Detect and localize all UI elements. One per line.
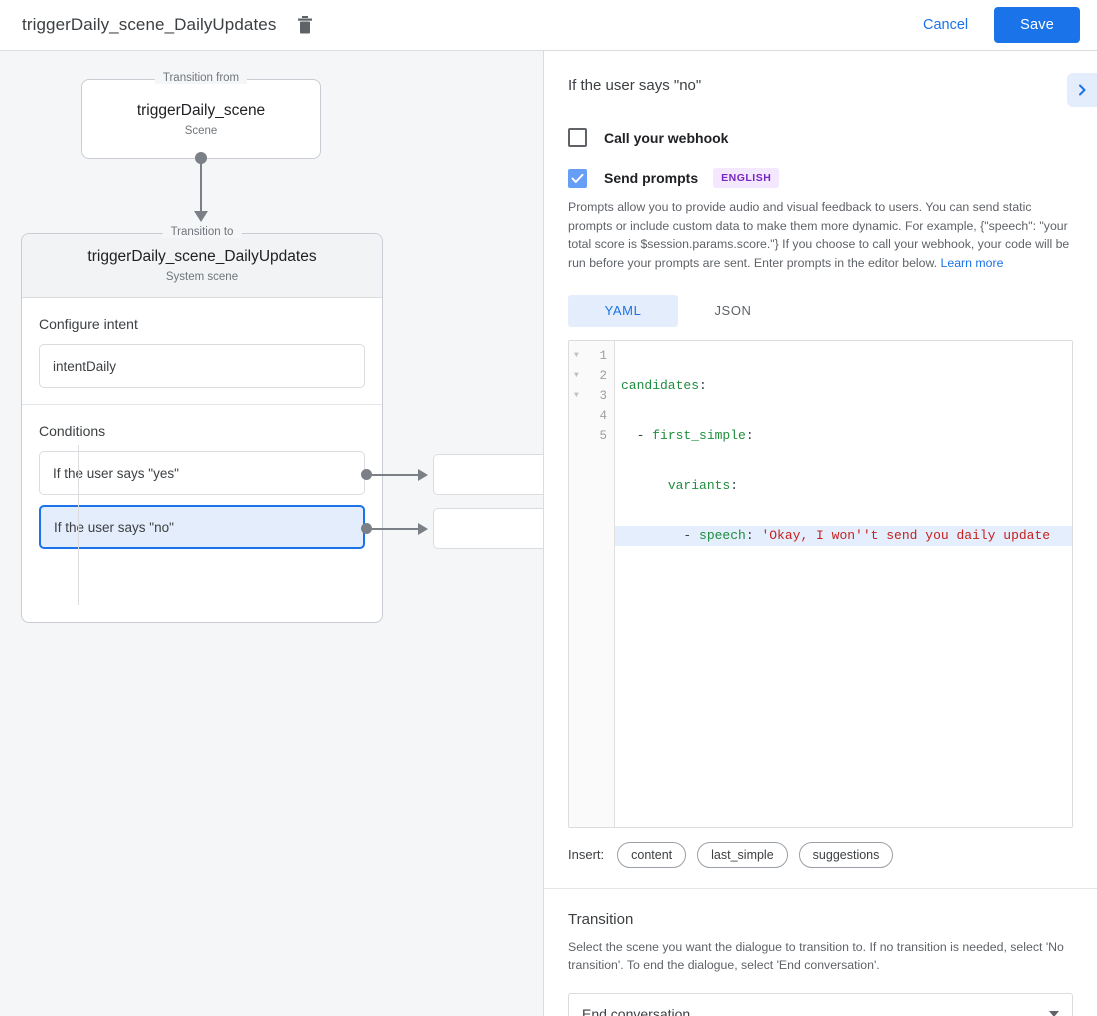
top-bar: triggerDaily_scene_DailyUpdates Cancel S… (0, 0, 1097, 51)
details-panel: If the user says "no" Call your webhook … (543, 51, 1097, 1016)
code-punct: : (699, 377, 707, 393)
condition-yes-arrow-icon (418, 469, 428, 481)
transition-title: Transition (568, 910, 634, 928)
code-key: candidates (621, 377, 700, 393)
line-number: 5 (599, 428, 607, 443)
line-number: 1 (599, 348, 607, 363)
transition-select[interactable]: End conversation (568, 993, 1073, 1016)
webhook-checkbox[interactable] (568, 128, 587, 147)
condition-yes-line (371, 474, 421, 476)
transition-to-type: System scene (165, 271, 239, 283)
transition-to-header: triggerDaily_scene_DailyUpdates System s… (22, 234, 382, 298)
webhook-row[interactable]: Call your webhook (568, 128, 1073, 147)
gutter-line[interactable]: ▼1 (569, 346, 614, 366)
code-key: first_simple (652, 427, 746, 443)
fold-triangle-icon[interactable]: ▼ (574, 391, 579, 401)
webhook-label: Call your webhook (604, 129, 729, 146)
insert-chip-content[interactable]: content (617, 841, 687, 868)
panel-title: If the user says "no" (568, 77, 702, 94)
line-number: 2 (599, 368, 607, 383)
top-bar-actions: Cancel Save (911, 7, 1097, 43)
prompts-description-text: Prompts allow you to provide audio and v… (568, 200, 1070, 271)
delete-button[interactable] (292, 12, 318, 38)
tab-json[interactable]: JSON (714, 303, 752, 319)
editor-content[interactable]: candidates: - first_simple: variants: - … (615, 341, 1072, 827)
line-number: 4 (599, 408, 607, 423)
code-punct: : (745, 427, 754, 443)
language-badge: ENGLISH (713, 168, 780, 188)
panel-header: If the user says "no" (568, 73, 1097, 107)
conditions-label: Conditions (39, 423, 106, 439)
transition-select-value: End conversation (582, 1006, 691, 1016)
code-line[interactable] (615, 576, 1072, 596)
transition-from-name: triggerDaily_scene (136, 101, 266, 119)
gutter-line[interactable]: ▼3 (569, 386, 614, 406)
connector-arrow-icon (194, 211, 208, 222)
gutter-line[interactable]: ▼2 (569, 366, 614, 386)
learn-more-link[interactable]: Learn more (940, 256, 1004, 271)
condition-no-dot (361, 523, 372, 534)
configure-intent-section: Configure intent intentDaily (22, 298, 382, 404)
code-indent: - (621, 427, 653, 443)
tab-yaml[interactable]: YAML (568, 294, 678, 327)
prompts-description: Prompts allow you to provide audio and v… (568, 198, 1073, 273)
editor-gutter: ▼1 ▼2 ▼3 4 5 (569, 340, 615, 827)
fold-triangle-icon[interactable]: ▼ (574, 371, 579, 381)
condition-no-line (371, 528, 421, 530)
send-prompts-row[interactable]: Send prompts ENGLISH (568, 168, 1073, 188)
configure-intent-label: Configure intent (39, 316, 138, 332)
graph-canvas[interactable]: Transition from triggerDaily_scene Scene… (0, 51, 543, 1016)
condition-yes-dot (361, 469, 372, 480)
insert-chip-suggestions[interactable]: suggestions (798, 841, 894, 868)
target-node-yes[interactable] (433, 454, 543, 495)
canvas-column-divider (78, 445, 79, 605)
condition-no-arrow-icon (418, 523, 428, 535)
code-string-value: 'Okay, I won''t send you daily update (761, 527, 1051, 543)
code-line-highlighted[interactable]: - speech: 'Okay, I won''t send you daily… (615, 525, 1072, 546)
send-prompts-label: Send prompts (604, 170, 699, 186)
code-line[interactable]: candidates: (615, 376, 1072, 396)
transition-from-type: Scene (184, 124, 218, 137)
chevron-down-icon (1049, 1011, 1059, 1016)
code-indent: - (621, 527, 700, 543)
insert-label: Insert: (568, 847, 605, 863)
transition-from-node[interactable]: Transition from triggerDaily_scene Scene (81, 72, 321, 159)
format-tabs: YAML JSON (568, 294, 1073, 327)
code-line[interactable]: - first_simple: (615, 426, 1072, 446)
condition-item-no[interactable]: If the user says "no" (39, 505, 365, 549)
condition-item-yes[interactable]: If the user says "yes" (39, 451, 365, 495)
send-prompts-checkbox[interactable] (568, 168, 587, 188)
transition-to-legend: Transition to (162, 226, 242, 238)
page-title: triggerDaily_scene_DailyUpdates (22, 15, 277, 34)
gutter-line[interactable]: 4 (569, 406, 614, 426)
code-key: speech (699, 527, 746, 543)
cancel-button[interactable]: Cancel (911, 9, 980, 41)
prompts-block: If the user says "no" Call your webhook … (544, 51, 1097, 888)
trash-icon (298, 16, 313, 34)
transition-description: Select the scene you want the dialogue t… (568, 939, 1064, 973)
save-button[interactable]: Save (994, 7, 1080, 43)
line-number: 3 (599, 388, 607, 403)
code-editor[interactable]: ▼1 ▼2 ▼3 4 5 candidates: - first_simple:… (568, 339, 1073, 828)
transition-from-legend: Transition from (154, 72, 248, 84)
target-node-no[interactable] (433, 508, 543, 549)
transition-to-name: triggerDaily_scene_DailyUpdates (87, 248, 317, 265)
code-punct: : (745, 527, 762, 543)
conditions-section: Conditions If the user says "yes" If the… (22, 404, 382, 575)
insert-row: Insert: content last_simple suggestions (568, 841, 1073, 868)
fold-triangle-icon[interactable]: ▼ (574, 351, 579, 361)
code-punct: : (730, 477, 739, 493)
chevron-right-icon (1079, 84, 1086, 96)
intent-field[interactable]: intentDaily (39, 344, 365, 388)
transition-block: Transition Select the scene you want the… (544, 887, 1097, 1016)
transition-to-node[interactable]: Transition to triggerDaily_scene_DailyUp… (21, 226, 383, 623)
gutter-line[interactable]: 5 (569, 426, 614, 446)
code-indent (621, 478, 668, 493)
check-icon (571, 173, 584, 183)
connector-line (200, 158, 202, 216)
code-key: variants (667, 477, 731, 493)
insert-chip-last-simple[interactable]: last_simple (697, 841, 788, 868)
code-line[interactable]: variants: (615, 476, 1072, 496)
expand-panel-button[interactable] (1067, 73, 1097, 107)
